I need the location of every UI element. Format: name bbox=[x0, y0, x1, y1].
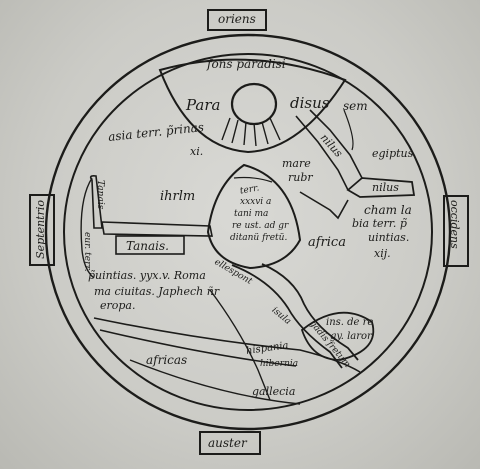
label-nilus-lower: nilus bbox=[372, 181, 399, 194]
mediterranean-sea bbox=[206, 163, 302, 270]
label-cham-1: cham la bbox=[364, 203, 412, 217]
channel-right-bank bbox=[261, 263, 359, 361]
label-med-2: xxxvi a bbox=[240, 197, 272, 207]
nile-lower-box bbox=[346, 177, 416, 198]
label-med-5: ditanü fretü. bbox=[230, 233, 288, 243]
label-africa: africa bbox=[308, 235, 346, 250]
label-west: occidens bbox=[448, 200, 461, 249]
inner-ocean-ring bbox=[63, 53, 433, 411]
label-ibernia: hibernia bbox=[260, 359, 299, 369]
channel-left-bank bbox=[231, 264, 343, 369]
label-mare-rubrum-2: rubr bbox=[288, 171, 313, 184]
label-tanais: Tanais. bbox=[126, 239, 169, 253]
label-med-3: tani ma bbox=[234, 209, 269, 219]
lower-band-1 bbox=[93, 317, 361, 373]
island-bottom-right bbox=[300, 311, 375, 361]
label-med-4: re ust. ad gr bbox=[232, 221, 289, 231]
west-tab-frame bbox=[29, 194, 55, 266]
fons-paradisi-circle bbox=[230, 82, 278, 126]
label-cham-4: xij. bbox=[374, 247, 391, 260]
label-ihrlm: ihrlm bbox=[160, 189, 196, 204]
label-cham-2: bia terr. p̃ bbox=[352, 217, 407, 230]
label-north: Septentrio bbox=[34, 200, 47, 259]
sem-divider bbox=[343, 109, 354, 151]
med-inner-line bbox=[233, 176, 273, 183]
nile-river-upper bbox=[309, 109, 363, 179]
label-paradise-left: Para bbox=[186, 96, 221, 114]
label-tanais-vertical: Tanais bbox=[95, 180, 105, 210]
label-sem: sem bbox=[343, 99, 368, 113]
label-egiptus: egiptus bbox=[372, 147, 414, 160]
label-europe-1: p̃uintias. yyx.v. Roma bbox=[88, 269, 206, 282]
paradise-region bbox=[158, 58, 347, 154]
tanais-label-box bbox=[115, 235, 185, 255]
label-fons-paradisi: fons paradisi bbox=[207, 57, 286, 71]
north-right-tab-frame bbox=[443, 195, 469, 267]
label-south: auster bbox=[208, 436, 247, 450]
label-asia-2: xi. bbox=[190, 145, 204, 158]
label-paradise-right: disus bbox=[290, 94, 330, 112]
label-europe-2: ma ciuitas. Japhech ñr bbox=[94, 285, 220, 298]
label-insula-2: ins. de re bbox=[326, 317, 374, 328]
lower-band-3 bbox=[129, 359, 301, 405]
paradise-rivers bbox=[221, 117, 281, 147]
label-europa-vertical: eur. terr. bbox=[82, 232, 92, 272]
lower-band-2 bbox=[99, 329, 297, 367]
europe-river-curve bbox=[80, 177, 95, 279]
label-insula-3: gy. laror bbox=[330, 331, 372, 342]
lower-divider bbox=[209, 289, 271, 401]
label-gallecia: gallecia bbox=[252, 385, 296, 398]
label-europe-3: eropa. bbox=[100, 299, 136, 312]
east-tab-frame bbox=[207, 9, 267, 31]
label-mare-rubrum-1: mare bbox=[282, 157, 311, 170]
label-east: oriens bbox=[218, 12, 256, 26]
red-sea-line bbox=[299, 191, 349, 220]
tanais-horizontal-channel bbox=[101, 221, 213, 237]
label-affricas: africas bbox=[146, 353, 188, 367]
south-tab-frame bbox=[199, 431, 261, 455]
nile-river-upper-bank bbox=[295, 115, 349, 191]
label-cham-3: uintias. bbox=[368, 231, 410, 244]
outer-ocean-ring bbox=[44, 33, 452, 431]
